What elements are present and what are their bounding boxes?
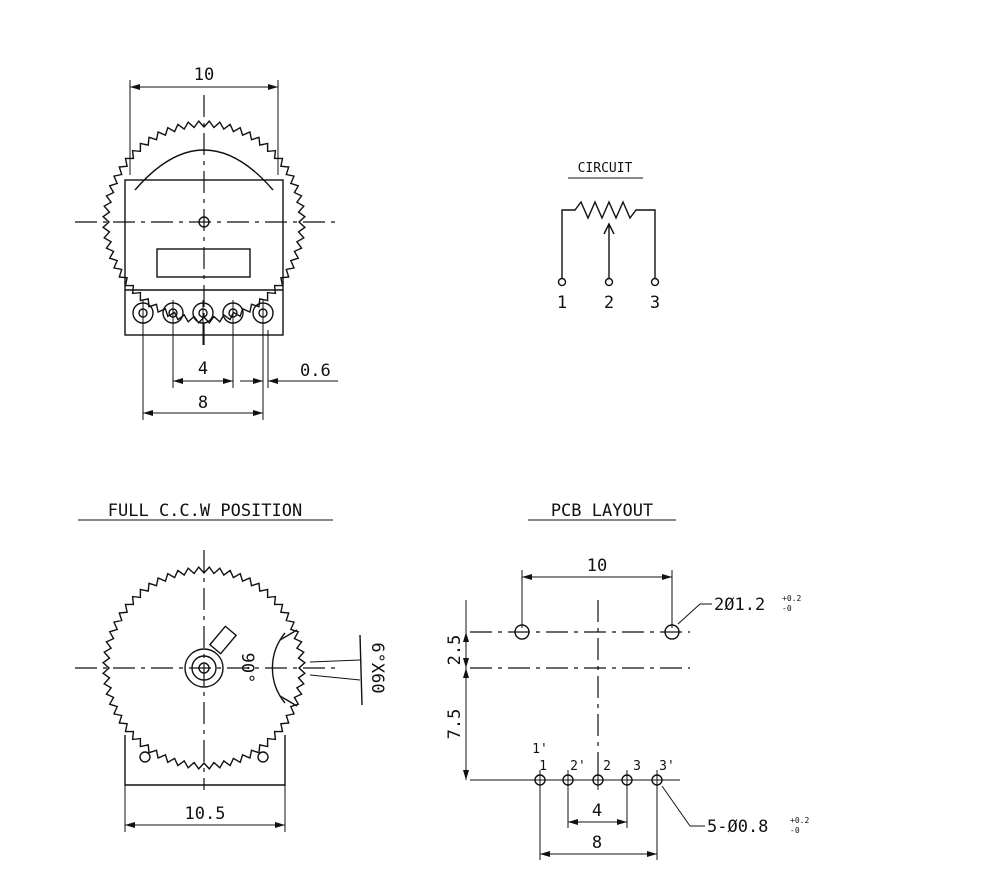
circuit-title: CIRCUIT xyxy=(578,161,633,176)
pcb-layout: PCB LAYOUT 10 2Ø1.2 +0.2 -0 2.5 7.5 1' 1… xyxy=(445,501,809,860)
shaft xyxy=(198,216,210,228)
leader xyxy=(677,603,701,625)
pin-label: 1 xyxy=(539,759,547,774)
tooth-leader xyxy=(309,659,361,681)
dim-span: 8 xyxy=(592,833,602,853)
shaft xyxy=(198,662,210,674)
thumbwheel-gear xyxy=(101,119,307,325)
ccw-view: FULL C.C.W POSITION 90° 6°X60 10.5 xyxy=(75,501,387,832)
ccw-title: FULL C.C.W POSITION xyxy=(108,501,302,521)
angle-arrow xyxy=(279,629,298,641)
pin-holes xyxy=(534,770,663,790)
housing-legs xyxy=(124,735,286,786)
hole-small-spec: 5-Ø0.8 xyxy=(707,817,768,837)
angle-arc xyxy=(271,632,286,704)
pin-dot xyxy=(650,277,660,287)
housing xyxy=(124,179,284,336)
pin-label: 3' xyxy=(659,759,675,774)
top-view: 10 4 0.6 8 xyxy=(75,65,338,420)
dim-pin: 0.6 xyxy=(300,361,331,381)
shaft-ring xyxy=(184,648,224,688)
pin-dot xyxy=(604,277,614,287)
tol-minus: -0 xyxy=(790,826,800,835)
angle-arrow xyxy=(279,695,298,707)
window xyxy=(156,248,251,278)
hole-large-spec: 2Ø1.2 xyxy=(714,595,765,615)
pin-label: 3 xyxy=(650,293,660,313)
pin-label: 2 xyxy=(604,293,614,313)
dim-v2: 7.5 xyxy=(445,709,465,740)
indicator-slot xyxy=(208,625,238,655)
pin-label: 2 xyxy=(603,759,611,774)
tol-plus: +0.2 xyxy=(790,816,809,825)
wiper xyxy=(603,222,615,278)
resistor-symbol xyxy=(561,200,656,278)
tol-minus: -0 xyxy=(782,604,792,613)
circuit-schematic: CIRCUIT 1 2 3 xyxy=(557,161,660,313)
pin-label: 1 xyxy=(557,293,567,313)
housing-arc xyxy=(134,149,274,191)
dim-width: 10 xyxy=(194,65,214,85)
mount-hole xyxy=(257,751,269,763)
shaft-ring xyxy=(191,655,217,681)
pin-label: 3 xyxy=(633,759,641,774)
leader xyxy=(661,785,691,827)
pin-dot xyxy=(557,277,567,287)
teeth-label: 6°X60 xyxy=(367,642,387,693)
mount-hole xyxy=(664,624,680,640)
dim-v1: 2.5 xyxy=(445,635,465,666)
mount-hole xyxy=(514,624,530,640)
terminals xyxy=(132,300,274,345)
tol-plus: +0.2 xyxy=(782,594,801,603)
thumbwheel-gear xyxy=(101,565,307,771)
angle-label: 90° xyxy=(237,653,257,684)
dim-width: 10 xyxy=(587,556,607,576)
gear-teeth xyxy=(101,565,307,771)
gear-teeth xyxy=(101,119,307,325)
dim-span: 8 xyxy=(198,393,208,413)
pin-label: 2' xyxy=(570,759,586,774)
dim-pitch: 4 xyxy=(198,359,208,379)
dim-pitch: 4 xyxy=(592,801,602,821)
tooth-dim xyxy=(359,634,363,706)
pin-label: 1' xyxy=(532,742,548,757)
pcb-title: PCB LAYOUT xyxy=(551,501,653,521)
mount-hole xyxy=(139,751,151,763)
dim-width: 10.5 xyxy=(185,804,226,824)
